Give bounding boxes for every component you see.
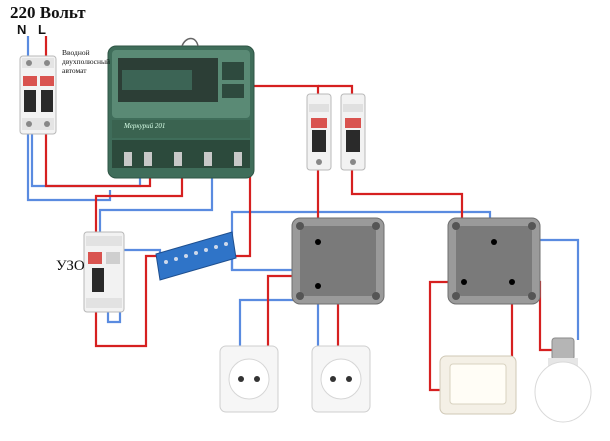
- junction-box-2: [447, 217, 541, 305]
- neutral-bus-bar: [155, 231, 237, 281]
- breaker-1: [306, 93, 332, 171]
- led-bulb: [534, 337, 592, 423]
- neutral-label: N: [17, 22, 27, 37]
- electricity-meter: [107, 37, 255, 179]
- junction-box-1: [291, 217, 385, 305]
- rcd-device: [83, 231, 125, 313]
- socket-2: [311, 345, 371, 413]
- rcd-label: УЗО: [56, 258, 85, 274]
- meter-brand-label: Меркурий 201: [124, 122, 166, 130]
- input-breaker-label: Вводной двухполюсный автомат: [62, 48, 111, 75]
- light-switch: [439, 355, 517, 415]
- breaker-2: [340, 93, 366, 171]
- live-label: L: [38, 22, 46, 37]
- input-breaker: [19, 55, 57, 135]
- diagram-title: 220 Вольт: [10, 3, 86, 22]
- socket-1: [219, 345, 279, 413]
